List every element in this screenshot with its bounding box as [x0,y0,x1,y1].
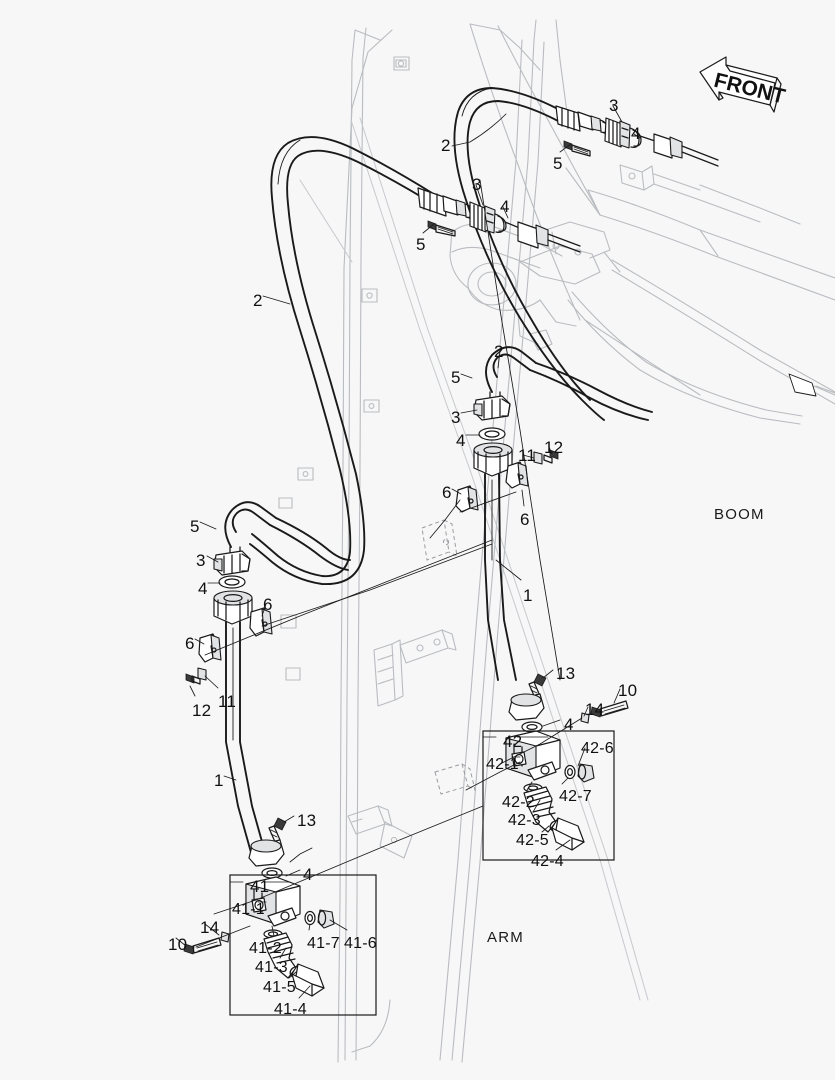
front-arrow-icon: FRONT [699,56,788,113]
detail-item-41-1: 41-1 [232,901,265,918]
callout-2: 2 [253,291,263,310]
callout-4: 4 [564,715,574,734]
detail-item-41-2: 41-2 [249,940,282,957]
callout-1: 1 [523,586,533,605]
detail-item-41-5: 41-5 [263,979,296,996]
detail-item-42-5: 42-5 [516,832,549,849]
callout-6: 6 [263,595,273,614]
callout-4: 4 [198,579,208,598]
leader-lines [175,105,641,999]
callout-2: 2 [494,342,504,361]
detail-item-42-1: 42-1 [486,756,519,773]
detail-item-41-3: 41-3 [255,959,288,976]
section-label-boom: BOOM [714,506,765,523]
detail-item-41-4: 41-4 [274,1001,307,1018]
hose-main-loop [249,136,439,585]
detail-box-42 [482,730,615,861]
callout-5: 5 [190,517,200,536]
callout-6: 6 [442,483,452,502]
callout-12: 12 [544,438,564,457]
callout-11: 11 [518,446,537,465]
detail-item-41-7: 41-7 [307,935,340,952]
section-label-arm: ARM [487,929,524,946]
callout-6: 6 [520,510,530,529]
detail-box-41 [229,874,377,1016]
detail-item-42-7: 42-7 [559,788,592,805]
callout-4: 4 [456,431,466,450]
callout-10: 10 [618,681,638,700]
callout-5: 5 [451,368,461,387]
callout-3: 3 [609,96,619,115]
callout-12: 12 [192,701,212,720]
valve-assembly-41 [245,876,335,997]
callout-3: 3 [472,175,482,194]
callout-10: 10 [168,935,188,954]
callout-6: 6 [185,634,195,653]
callout-14: 14 [200,918,220,937]
callout-5: 5 [553,154,563,173]
connector-assembly-upper-right [555,105,719,167]
detail-item-41-6: 41-6 [344,935,377,952]
detail-item-42-6: 42-6 [581,740,614,757]
detail-item-42-2: 42-2 [502,794,535,811]
callout-4: 4 [500,197,510,216]
callout-2: 2 [441,136,451,155]
callout-14: 14 [585,700,605,719]
callout-13: 13 [297,811,317,830]
ghost-machine-structure [278,19,835,1063]
detail-item-42-3: 42-3 [508,812,541,829]
callout-13: 13 [556,664,576,683]
detail-group-label-41: 41 [250,877,270,896]
callout-4: 4 [631,124,641,143]
callout-3: 3 [196,551,206,570]
callout-4: 4 [303,865,313,884]
callout-11: 11 [218,692,237,711]
connector-assembly-upper-left [417,187,581,253]
callout-3: 3 [451,408,461,427]
tube-assembly-right [455,346,653,733]
detail-group-label-42: 42 [503,732,523,751]
valve-assembly-42 [505,730,595,851]
callout-5: 5 [416,235,426,254]
detail-item-42-4: 42-4 [531,853,564,870]
callout-1: 1 [214,771,224,790]
